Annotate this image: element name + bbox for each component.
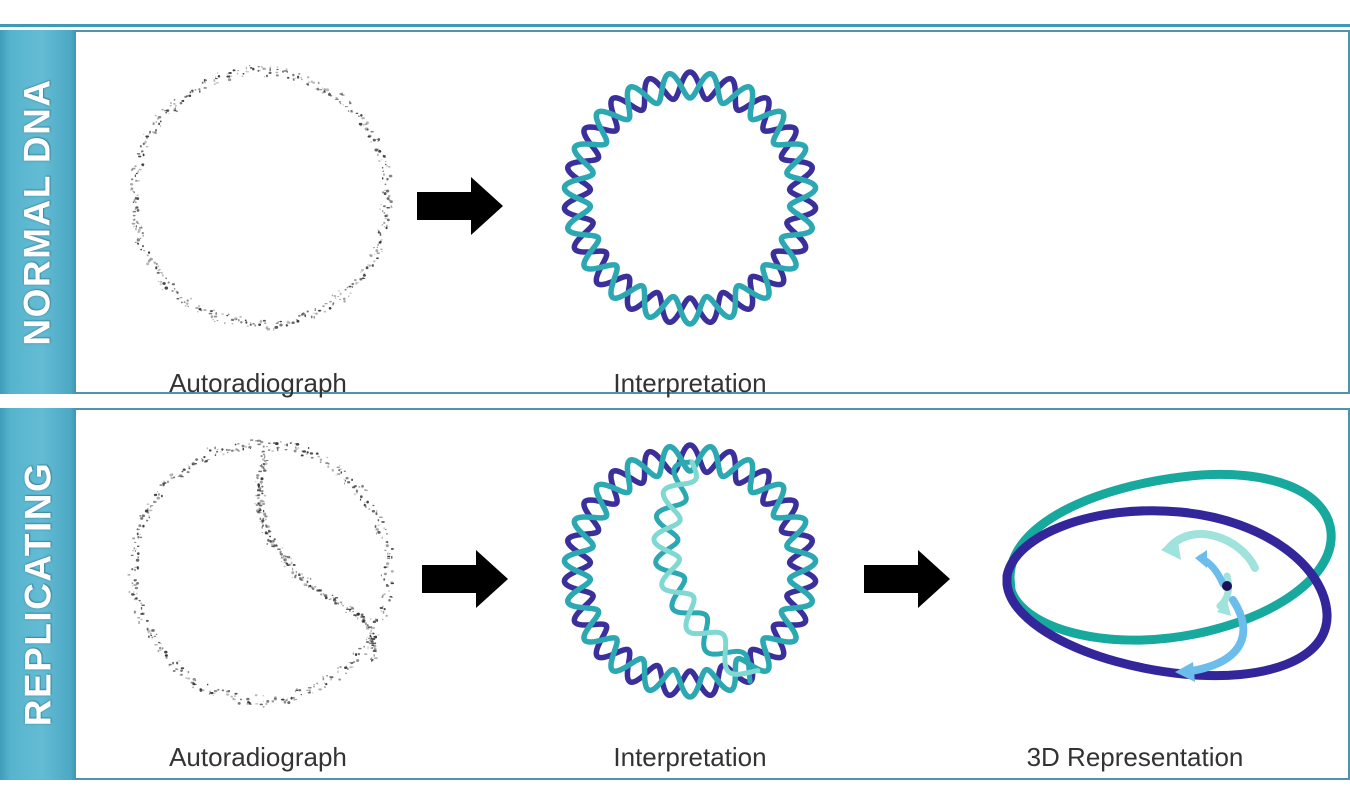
- caption-three-d-representation: 3D Representation: [1026, 742, 1244, 772]
- side-strip-normal-dna: NORMAL DNA: [0, 30, 76, 394]
- side-strip-replicating: REPLICATING: [0, 408, 76, 780]
- arrow-3: [862, 548, 952, 610]
- helix-theta-svg: [561, 442, 819, 700]
- arrow-1: [415, 175, 505, 237]
- helix-circle-svg: [561, 69, 819, 327]
- autoradiograph-theta-svg: [127, 439, 395, 708]
- side-label-replicating: REPLICATING: [17, 461, 59, 727]
- top-divider-rule: [0, 24, 1350, 27]
- autoradiograph-replicating-figure: [110, 426, 410, 716]
- caption-autoradiograph-normal: Autoradiograph: [169, 368, 347, 398]
- panel-normal-dna: NORMAL DNA Autoradiograph Interpretation: [0, 30, 1350, 398]
- loop-dark-group: [1002, 506, 1332, 681]
- caption-autoradiograph-replicating: Autoradiograph: [169, 742, 347, 772]
- autoradiograph-normal-svg: [129, 64, 393, 331]
- loop-teal-group: [1005, 469, 1336, 645]
- arrow-2: [420, 548, 510, 610]
- right-arrow-icon: [422, 550, 508, 608]
- interpretation-normal-figure: [540, 55, 840, 345]
- side-label-normal-dna: NORMAL DNA: [17, 78, 59, 346]
- arrow-light-teal: [1161, 530, 1259, 616]
- caption-interpretation-normal: Interpretation: [613, 368, 767, 398]
- crossover-node: [1222, 581, 1232, 591]
- right-arrow-icon: [864, 550, 950, 608]
- three-d-representation-figure: [955, 428, 1345, 718]
- interlocked-loops-svg: [1002, 469, 1336, 682]
- right-arrow-icon: [417, 177, 503, 235]
- arrow-light-blue: [1175, 550, 1248, 682]
- caption-interpretation-replicating: Interpretation: [613, 742, 767, 772]
- autoradiograph-normal-figure: [110, 52, 410, 342]
- panel-replicating: REPLICATING: [0, 408, 1350, 780]
- interpretation-replicating-figure: [540, 428, 840, 718]
